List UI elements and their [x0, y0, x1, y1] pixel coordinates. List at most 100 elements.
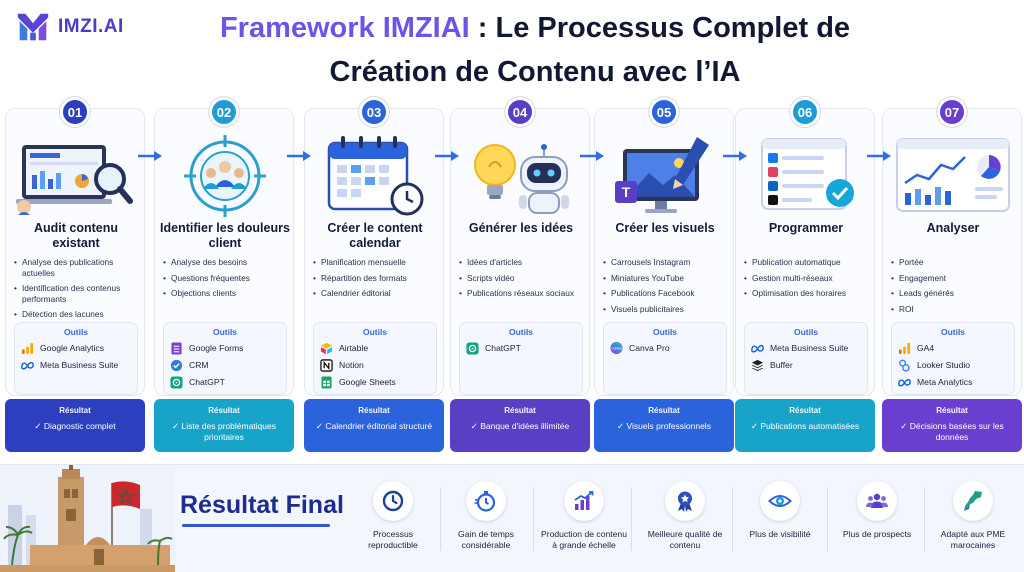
benefit-item: Plus de prospects [832, 481, 922, 540]
tool-item: ChatGPT [466, 341, 576, 355]
benefit-divider [440, 487, 441, 551]
benefit-label: Processus reproductible [368, 529, 418, 550]
result-label: Résultat [208, 406, 240, 415]
tool-name: GA4 [917, 343, 935, 353]
tool-item: GA4 [898, 342, 1008, 354]
step-bullet: Engagement [891, 273, 1019, 284]
benefit-divider [924, 487, 925, 551]
notion-icon [320, 358, 333, 372]
flow-arrow-icon [138, 151, 162, 161]
tools-box: Outils GA4 Looker Studio Meta Analytics [891, 322, 1015, 395]
result-text: ✓ Banque d'idées illimitée [470, 421, 570, 431]
step-card: Créer le content calendar Planification … [304, 108, 444, 396]
tools-box: Outils Canva Canva Pro [603, 322, 727, 395]
step-bullet: Gestion multi-réseaux [744, 273, 872, 284]
tools-label: Outils [362, 327, 388, 337]
step-bullet: ROI [891, 304, 1019, 315]
title-brand: Framework IMZIAI [219, 12, 470, 44]
flow-arrow-icon [867, 151, 891, 161]
tool-name: Meta Business Suite [770, 343, 849, 353]
step-number-badge: 01 [60, 97, 90, 127]
tool-item: Google Analytics [21, 342, 131, 354]
quality-badge-icon [665, 481, 705, 521]
result-text: ✓ Diagnostic complet [34, 421, 116, 431]
tools-label: Outils [212, 327, 238, 337]
step-title: Programmer [768, 221, 844, 235]
step-card: Analyser PortéeEngagementLeads générésRO… [882, 108, 1022, 396]
result-text: ✓ Décisions basées sur les données [900, 421, 1004, 442]
tool-item: Canva Canva Pro [610, 342, 720, 354]
tool-name: Notion [339, 360, 364, 370]
step-bullet: Scripts vidéo [459, 273, 587, 284]
tool-name: ChatGPT [189, 377, 225, 387]
step-bullet: Identification des contenus performants [14, 283, 142, 304]
step-illustration [165, 131, 285, 221]
meta-icon [751, 342, 764, 355]
step-bullet: Optimisation des horaires [744, 288, 872, 299]
tool-name: Google Analytics [40, 343, 105, 353]
tool-item: Airtable [320, 342, 430, 354]
step-bullets: Analyse des publications actuellesIdenti… [14, 257, 142, 325]
google-sheets-icon [320, 376, 333, 389]
benefit-label: Production de contenu à grande échelle [540, 529, 627, 550]
step-bullet: Publication automatique [744, 257, 872, 268]
flow-arrow-icon [435, 151, 459, 161]
step-illustration: T [605, 131, 725, 221]
benefit-label: Meilleure qualité de contenu [647, 529, 723, 550]
benefit-label: Plus de visibilité [749, 529, 811, 539]
tools-box: Outils Google Analytics Meta Business Su… [14, 322, 138, 395]
people-icon [857, 481, 897, 521]
step-illustration [893, 131, 1013, 221]
tool-item: Meta Business Suite [21, 359, 131, 371]
step-card: Audit contenu existant Analyse des publi… [5, 108, 145, 396]
tool-name: ChatGPT [485, 343, 521, 353]
tool-name: Meta Analytics [917, 377, 973, 387]
tool-name: CRM [189, 360, 209, 370]
step-bullet: Publications Facebook [603, 288, 731, 299]
step-bullet: Objections clients [163, 288, 291, 299]
tools-label: Outils [940, 327, 966, 337]
process-step: Créer le content calendar Planification … [304, 97, 444, 452]
result-label: Résultat [358, 406, 390, 415]
step-number-badge: 03 [359, 97, 389, 127]
tool-name: Meta Business Suite [40, 360, 119, 370]
svg-text:T: T [622, 184, 631, 200]
imzi-logo-icon [17, 13, 49, 41]
chatgpt-icon [466, 341, 479, 355]
tool-name: Buffer [770, 360, 793, 370]
step-bullet: Répartition des formats [313, 273, 441, 284]
stopwatch-icon [466, 481, 506, 521]
benefit-divider [732, 487, 733, 551]
step-bullet: Planification mensuelle [313, 257, 441, 268]
result-label: Résultat [936, 406, 968, 415]
tool-item: Buffer [751, 359, 861, 371]
tools-label: Outils [793, 327, 819, 337]
process-step: Audit contenu existant Analyse des publi… [5, 97, 145, 452]
flow-arrow-icon [287, 151, 311, 161]
benefit-item: Meilleure qualité de contenu [640, 481, 730, 551]
svg-text:Canva: Canva [611, 346, 621, 350]
crm-icon [170, 359, 183, 372]
result-label: Résultat [59, 406, 91, 415]
step-bullet: Calendrier éditorial [313, 288, 441, 299]
step-bullet: Détection des lacunes [14, 309, 142, 320]
process-step: Générer les idées Idées d'articlesScript… [450, 97, 590, 452]
brand-logo: IMZI.AI [14, 8, 124, 46]
title-line1: : Le Processus Complet de [469, 12, 851, 44]
meta-icon [898, 376, 911, 389]
looker-studio-icon [898, 359, 911, 372]
step-card: Générer les idées Idées d'articlesScript… [450, 108, 590, 396]
airtable-icon [320, 342, 333, 355]
benefit-item: Production de contenu à grande échelle [539, 481, 629, 551]
tool-item: Meta Business Suite [751, 342, 861, 354]
morocco-landmark-illustration [0, 465, 175, 572]
flow-arrow-icon [723, 151, 747, 161]
title-line2: Création de Contenu avec l’IA [329, 56, 741, 88]
step-illustration [315, 131, 435, 221]
benefit-item: Processus reproductible [348, 481, 438, 551]
step-number-badge: 04 [505, 97, 535, 127]
tool-item: CRM [170, 359, 280, 371]
step-card: Programmer Publication automatiqueGestio… [735, 108, 875, 396]
step-bullets: PortéeEngagementLeads générésROI [891, 257, 1019, 319]
step-bullet: Analyse des besoins [163, 257, 291, 268]
